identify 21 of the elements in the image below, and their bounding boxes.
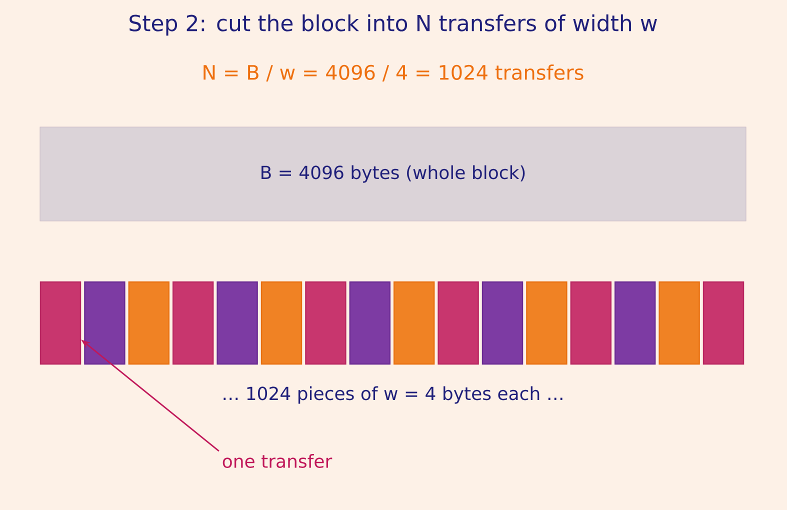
transfer-bar xyxy=(305,281,346,365)
transfer-bar xyxy=(614,281,656,365)
transfer-bar xyxy=(438,281,479,365)
transfer-bar xyxy=(482,281,524,365)
transfer-bar xyxy=(84,281,126,365)
transfer-bar xyxy=(570,281,612,365)
transfer-bar xyxy=(40,281,82,365)
transfer-bar xyxy=(128,281,170,365)
formula-line: N = B / w = 4096 / 4 = 1024 transfers xyxy=(204,64,584,82)
transfer-bar xyxy=(172,281,214,365)
transfer-bar xyxy=(702,281,744,365)
transfer-bar xyxy=(349,281,391,365)
transfer-bar xyxy=(216,281,258,365)
transfer-bar xyxy=(526,281,568,365)
transfer-bar xyxy=(658,281,700,365)
caption-text: … 1024 pieces of w = 4 bytes each … xyxy=(224,386,562,404)
title: Step 2: cut the block into N transfers of width w xyxy=(130,14,657,36)
transfer-bar xyxy=(394,281,435,365)
transfer-bar xyxy=(260,281,302,365)
callout-text: one transfer xyxy=(222,454,332,468)
block-box: B = 4096 bytes (whole block) xyxy=(40,126,746,222)
